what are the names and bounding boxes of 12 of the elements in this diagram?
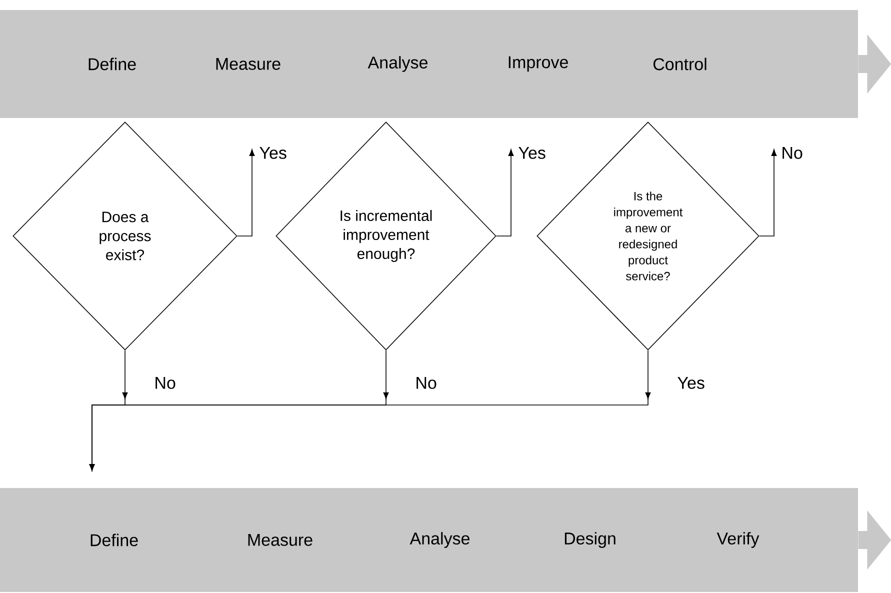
edge-label: No <box>416 377 436 389</box>
phase-band: Define Measure Analyse Improve Control <box>0 10 858 118</box>
edge-label: Yes <box>518 147 546 159</box>
arrow <box>759 149 777 236</box>
arrow <box>237 149 255 236</box>
edge-label: Yes <box>260 147 286 159</box>
edge-label: Yes <box>678 377 704 389</box>
arrow <box>89 350 651 471</box>
arrow <box>496 149 514 236</box>
edge-label: No <box>156 377 176 389</box>
phase-band: Define Measure Analyse Design Verify <box>0 488 858 592</box>
edge-label: No <box>782 147 802 159</box>
